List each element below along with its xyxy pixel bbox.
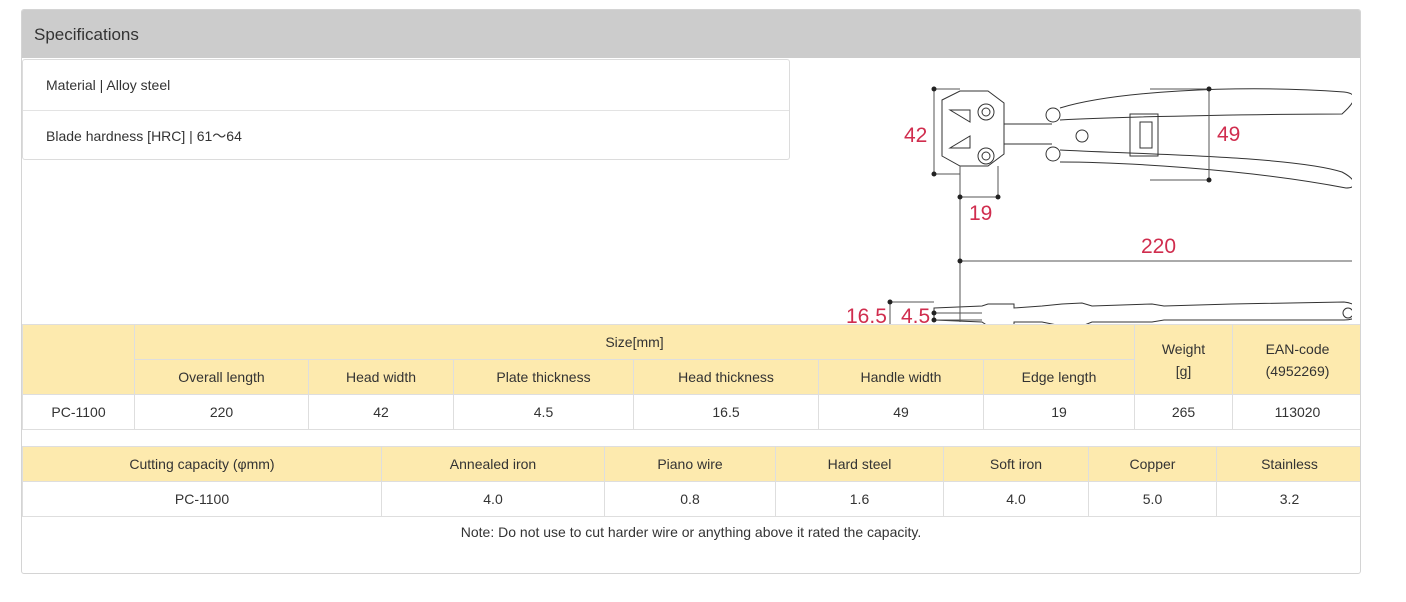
piano-wire-cell: 0.8 xyxy=(604,481,776,517)
hard-steel-cell: 1.6 xyxy=(775,481,944,517)
model-cell: PC-1100 xyxy=(22,394,135,430)
plate-thickness-cell: 4.5 xyxy=(453,394,634,430)
dim-head-height: 42 xyxy=(904,124,927,147)
col-copper: Copper xyxy=(1088,446,1217,482)
cutter-handle-bottom xyxy=(1059,149,1352,189)
capacity-header: Cutting capacity (φmm) xyxy=(22,446,382,482)
weight-cell: 265 xyxy=(1134,394,1233,430)
annealed-iron-cell: 4.0 xyxy=(381,481,605,517)
head-thickness-cell: 16.5 xyxy=(633,394,819,430)
spec-item-material: Material | Alloy steel xyxy=(46,77,171,93)
col-overall-length: Overall length xyxy=(134,359,309,395)
ean-cell: 113020 xyxy=(1232,394,1360,430)
cutter-side-view xyxy=(933,301,1352,327)
model-cell: PC-1100 xyxy=(22,481,382,517)
col-hard-steel: Hard steel xyxy=(775,446,944,482)
usage-note: Note: Do not use to cut harder wire or a… xyxy=(460,524,922,540)
stainless-cell: 3.2 xyxy=(1216,481,1360,517)
copper-cell: 5.0 xyxy=(1088,481,1217,517)
head-width-cell: 42 xyxy=(308,394,454,430)
col-head-width: Head width xyxy=(308,359,454,395)
col-edge-length: Edge length xyxy=(983,359,1135,395)
cutter-handle-top xyxy=(1059,88,1352,121)
dim-edge-length: 19 xyxy=(969,202,992,225)
col-stainless: Stainless xyxy=(1216,446,1360,482)
edge-length-cell: 19 xyxy=(983,394,1135,430)
col-soft-iron: Soft iron xyxy=(943,446,1089,482)
table-row: PC-1100 4.0 0.8 1.6 4.0 5.0 3.2 xyxy=(22,481,1360,517)
weight-header: Weight [g] xyxy=(1134,324,1233,395)
cutter-dimension-diagram: 42 49 19 220 16.5 4.5 xyxy=(846,86,1352,330)
size-table: Size[mm] Weight [g] EAN-code (4952269) O… xyxy=(22,324,1360,430)
panel-title: Specifications xyxy=(22,10,1360,58)
col-handle-width: Handle width xyxy=(818,359,984,395)
dim-head-thickness: 16.5 xyxy=(846,305,887,328)
handle-width-cell: 49 xyxy=(818,394,984,430)
spec-item-blade-hardness: Blade hardness [HRC] | 61～64 xyxy=(23,110,789,160)
size-group-header: Size[mm] xyxy=(134,324,1135,360)
overall-length-cell: 220 xyxy=(134,394,309,430)
spec-list: Material | Alloy steel Blade hardness [H… xyxy=(22,59,790,160)
ean-header: EAN-code (4952269) xyxy=(1232,324,1360,395)
col-head-thickness: Head thickness xyxy=(633,359,819,395)
model-header-cell xyxy=(22,324,135,395)
dim-plate-thickness: 4.5 xyxy=(901,305,930,328)
col-plate-thickness: Plate thickness xyxy=(453,359,634,395)
col-piano-wire: Piano wire xyxy=(604,446,776,482)
table-row: PC-1100 220 42 4.5 16.5 49 19 265 113020 xyxy=(22,394,1360,430)
specifications-panel: Specifications Material | Alloy steel Bl… xyxy=(21,9,1361,574)
cutting-capacity-table: Cutting capacity (φmm) Annealed iron Pia… xyxy=(22,446,1360,517)
dim-overall-length: 220 xyxy=(1141,235,1176,258)
soft-iron-cell: 4.0 xyxy=(943,481,1089,517)
dim-handle-width: 49 xyxy=(1217,123,1240,146)
col-annealed-iron: Annealed iron xyxy=(381,446,605,482)
cutter-head-outline xyxy=(941,90,1005,167)
